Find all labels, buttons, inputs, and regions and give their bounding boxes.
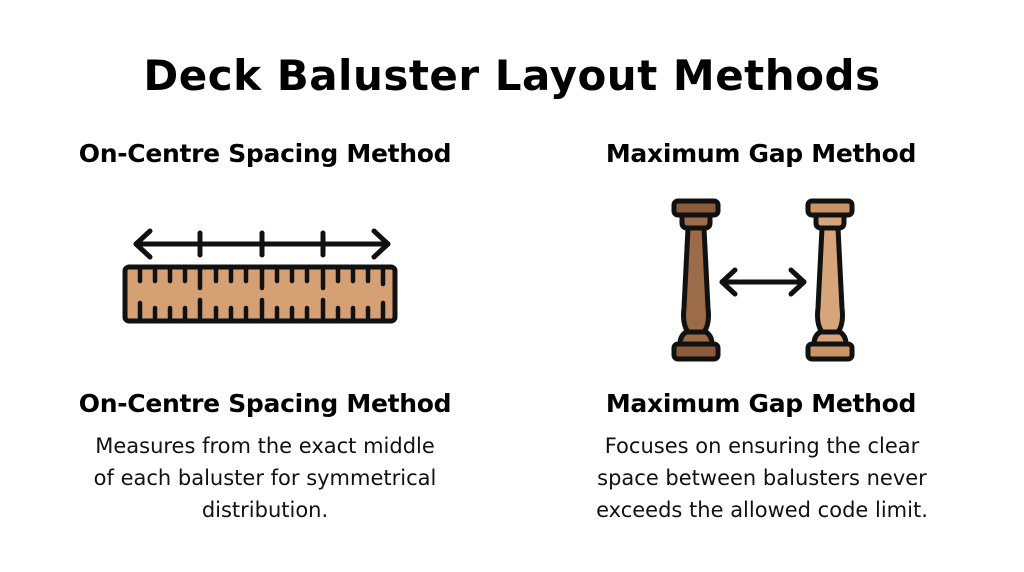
maximum-gap-subheading: Maximum Gap Method xyxy=(605,389,917,418)
on-centre-subheading: On-Centre Spacing Method xyxy=(78,389,452,418)
page-title: Deck Baluster Layout Methods xyxy=(143,51,881,100)
double-arrow-icon xyxy=(719,267,807,297)
maximum-gap-heading: Maximum Gap Method xyxy=(605,139,917,168)
on-centre-description: Measures from the exact middle of each b… xyxy=(93,434,437,522)
maximum-gap-description: Focuses on ensuring the clear space betw… xyxy=(596,434,928,522)
double-arrow-icon xyxy=(133,228,391,260)
baluster-dark-icon xyxy=(671,198,721,362)
ruler-icon xyxy=(122,264,398,324)
baluster-light-icon xyxy=(805,198,855,362)
on-centre-heading: On-Centre Spacing Method xyxy=(78,139,452,168)
ruler-with-spacing-arrow-icon xyxy=(120,224,402,326)
balusters-with-gap-arrow-icon xyxy=(668,196,858,364)
